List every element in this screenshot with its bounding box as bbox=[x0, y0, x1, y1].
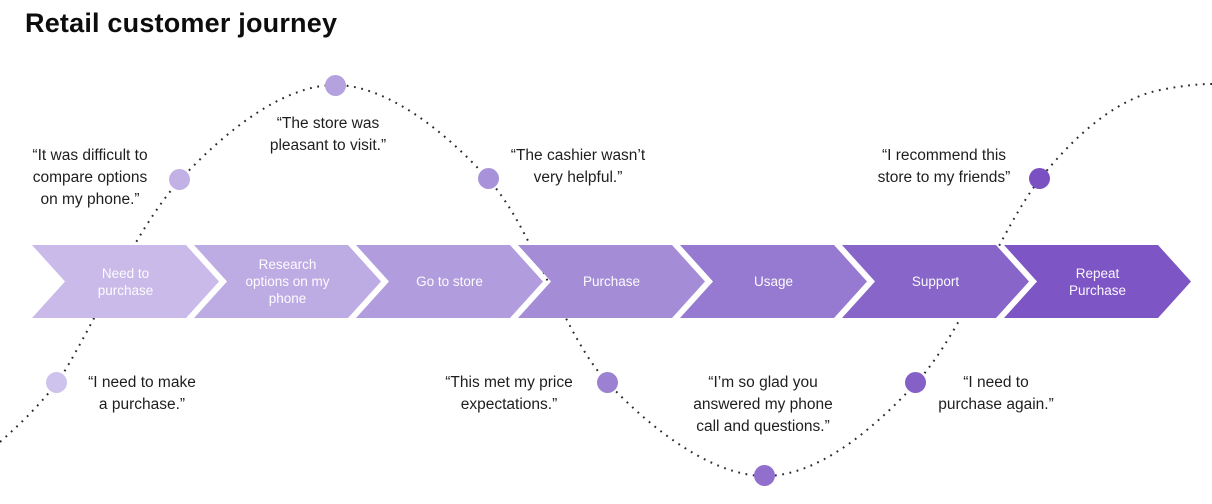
stage-label: Usage bbox=[753, 274, 794, 289]
touchpoint-dot-7 bbox=[905, 372, 926, 393]
customer-quote-8: “I recommend this store to my friends” bbox=[877, 147, 1011, 186]
stage-label: Go to store bbox=[416, 274, 483, 289]
touchpoint-dot-3 bbox=[325, 75, 346, 96]
stage-label: Research options on my phone bbox=[245, 257, 330, 306]
customer-quote-7: “I need to purchase again.” bbox=[938, 374, 1054, 413]
stage-research-options: Research options on my phone bbox=[190, 245, 385, 318]
page-title: Retail customer journey bbox=[25, 8, 338, 38]
customer-quote-2: “It was difficult to compare options on … bbox=[32, 147, 148, 208]
touchpoint-dot-2 bbox=[169, 169, 190, 190]
customer-quote-6: “I’m so glad you answered my phone call … bbox=[693, 374, 833, 435]
dotted-journey-path bbox=[0, 83, 1212, 478]
customer-quote-3: “The store was pleasant to visit.” bbox=[269, 115, 387, 154]
stage-label: Support bbox=[911, 274, 960, 289]
touchpoint-dot-4 bbox=[478, 168, 499, 189]
stage-label: Repeat Purchase bbox=[1068, 265, 1127, 298]
stage-label: Need to purchase bbox=[97, 265, 154, 298]
touchpoint-dot-8 bbox=[1029, 168, 1050, 189]
touchpoint-dot-6 bbox=[754, 465, 775, 486]
customer-quote-5: “This met my price expectations.” bbox=[445, 374, 573, 413]
customer-quote-1: “I need to make a purchase.” bbox=[88, 374, 196, 413]
touchpoint-dot-1 bbox=[46, 372, 67, 393]
customer-quote-4: “The cashier wasn’t very helpful.” bbox=[510, 147, 646, 186]
stage-label: Purchase bbox=[582, 274, 641, 289]
touchpoint-dot-5 bbox=[597, 372, 618, 393]
stage-repeat-purchase: Repeat Purchase bbox=[1000, 245, 1195, 318]
